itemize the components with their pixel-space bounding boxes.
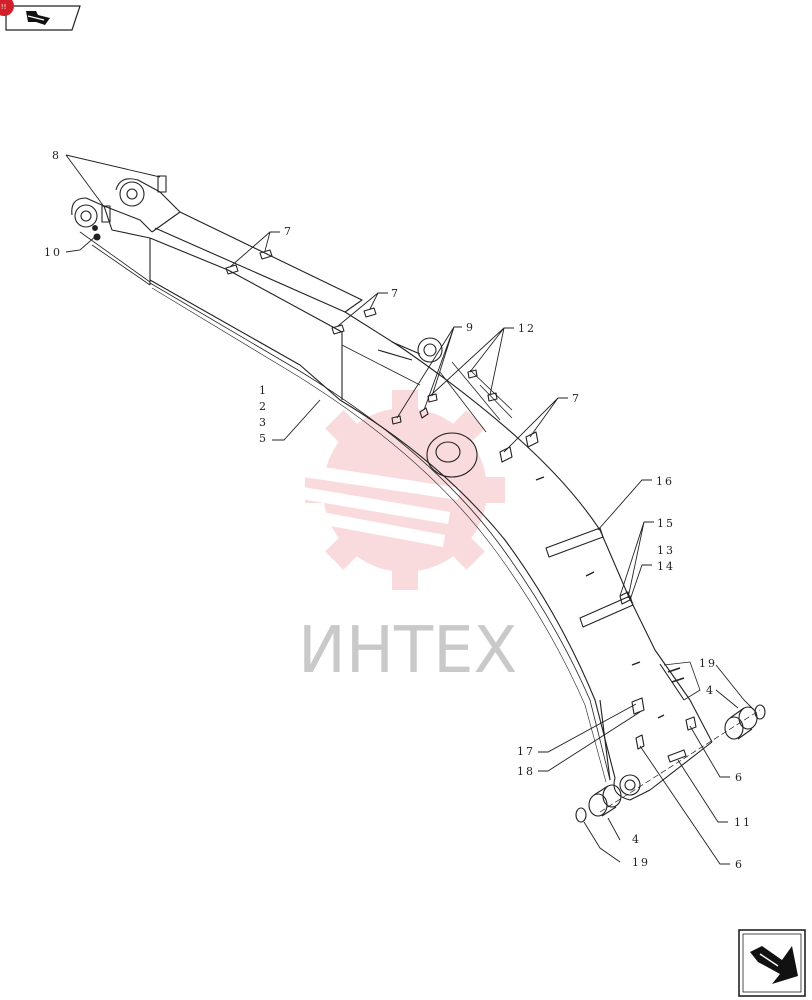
callout-8: 8 (52, 149, 61, 162)
callout-11: 11 (734, 816, 752, 829)
boom-cylinder-bore (426, 432, 478, 478)
watermark-logo (243, 390, 505, 590)
head-pin-hole-lower (74, 204, 98, 228)
callout-4-right: 4 (706, 684, 715, 697)
svg-text:!!!: !!! (0, 3, 6, 11)
prev-page-button[interactable] (5, 5, 81, 31)
callout-6-bottom: 6 (735, 858, 744, 871)
callout-14: 14 (657, 560, 675, 573)
callout-4-left: 4 (632, 833, 641, 846)
snap-ring-left (575, 807, 587, 823)
callout-15: 15 (657, 517, 675, 530)
snap-ring-right (754, 704, 766, 720)
callout-17: 17 (517, 745, 535, 758)
callout-labels: 8 10 7 7 9 12 1 2 3 5 7 16 15 13 14 19 4… (44, 149, 752, 871)
callout-10: 10 (44, 246, 62, 259)
next-page-button[interactable] (738, 929, 806, 997)
bushing-left (588, 784, 622, 817)
callout-7-right: 7 (572, 392, 581, 405)
foot-pin-hole (619, 774, 641, 796)
callout-6-right: 6 (735, 771, 744, 784)
callout-7-mid: 7 (391, 287, 400, 300)
callout-13: 13 (657, 544, 675, 557)
callout-2: 2 (259, 400, 268, 413)
callout-3: 3 (259, 416, 268, 429)
callout-12: 12 (518, 322, 536, 335)
boom-assembly (71, 175, 766, 823)
callout-19-right: 19 (699, 657, 717, 670)
leader-lines (65, 154, 755, 865)
callout-5: 5 (259, 432, 268, 445)
callout-18: 18 (517, 765, 535, 778)
back-arrow-icon (26, 11, 50, 25)
bushing-right (724, 706, 758, 740)
forward-arrow-icon (750, 946, 798, 984)
warning-badge: !!! (0, 0, 14, 16)
head-pin-hole-upper (119, 181, 145, 207)
callout-9: 9 (466, 321, 475, 334)
gear-logo (243, 390, 505, 590)
watermark-text: ИНТЕХ (298, 614, 517, 688)
callout-16: 16 (656, 475, 674, 488)
callout-19-left: 19 (632, 856, 650, 869)
arm-cylinder-boss (417, 337, 443, 363)
callout-1: 1 (259, 384, 268, 397)
callout-7-top: 7 (284, 225, 293, 238)
